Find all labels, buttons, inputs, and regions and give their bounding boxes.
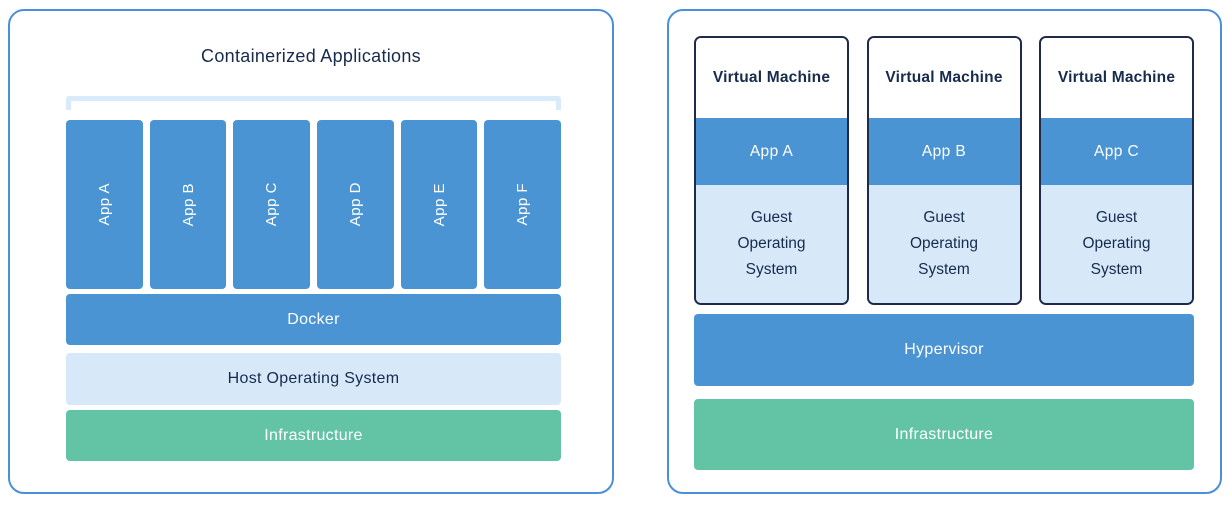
container-app-bar: App B — [149, 120, 227, 289]
containerized-applications-panel: Containerized Applications App A App B A… — [8, 9, 614, 494]
vm-box: Virtual Machine App A Guest Operating Sy… — [694, 36, 849, 305]
container-app-bar: App F — [484, 120, 562, 289]
vm-guest-os-band: Guest Operating System — [1041, 185, 1192, 303]
vm-title: Virtual Machine — [1041, 38, 1192, 118]
container-app-label: App F — [514, 183, 532, 226]
host-operating-system-layer: Host Operating System — [66, 353, 561, 405]
vm-app-band: App B — [868, 118, 1020, 185]
container-app-bar: App E — [400, 120, 478, 289]
vm-box: Virtual Machine App C Guest Operating Sy… — [1039, 36, 1194, 305]
vm-guest-os-band: Guest Operating System — [696, 185, 847, 303]
vm-guest-os-band: Guest Operating System — [868, 185, 1020, 303]
vm-title: Virtual Machine — [868, 38, 1020, 118]
vm-app-band: App C — [1041, 118, 1192, 185]
container-app-bar: App A — [66, 120, 143, 289]
vm-box: Virtual Machine App B Guest Operating Sy… — [866, 36, 1022, 305]
vm-guest-os-label: Guest Operating System — [737, 209, 806, 278]
infrastructure-layer: Infrastructure — [694, 399, 1194, 470]
infrastructure-layer: Infrastructure — [66, 410, 561, 461]
vm-guest-os-label: Guest Operating System — [1082, 209, 1151, 278]
container-app-label: App B — [179, 182, 197, 227]
container-app-label: App C — [263, 182, 281, 227]
container-app-label: App A — [95, 183, 113, 226]
vm-row: Virtual Machine App A Guest Operating Sy… — [694, 36, 1194, 305]
vm-title: Virtual Machine — [696, 38, 847, 118]
vm-guest-os-label: Guest Operating System — [909, 209, 979, 278]
container-app-bar: App C — [233, 120, 311, 289]
virtual-machines-panel: Virtual Machine App A Guest Operating Sy… — [667, 9, 1222, 494]
container-app-bar: App D — [317, 120, 394, 289]
vm-app-band: App A — [696, 118, 847, 185]
container-app-label: App E — [430, 182, 448, 227]
apps-bracket — [66, 96, 561, 110]
container-app-label: App D — [346, 182, 364, 227]
docker-layer: Docker — [66, 294, 561, 345]
hypervisor-layer: Hypervisor — [694, 314, 1194, 386]
left-panel-title: Containerized Applications — [201, 46, 421, 66]
container-apps-row: App A App B App C App D App E App F — [66, 120, 562, 289]
